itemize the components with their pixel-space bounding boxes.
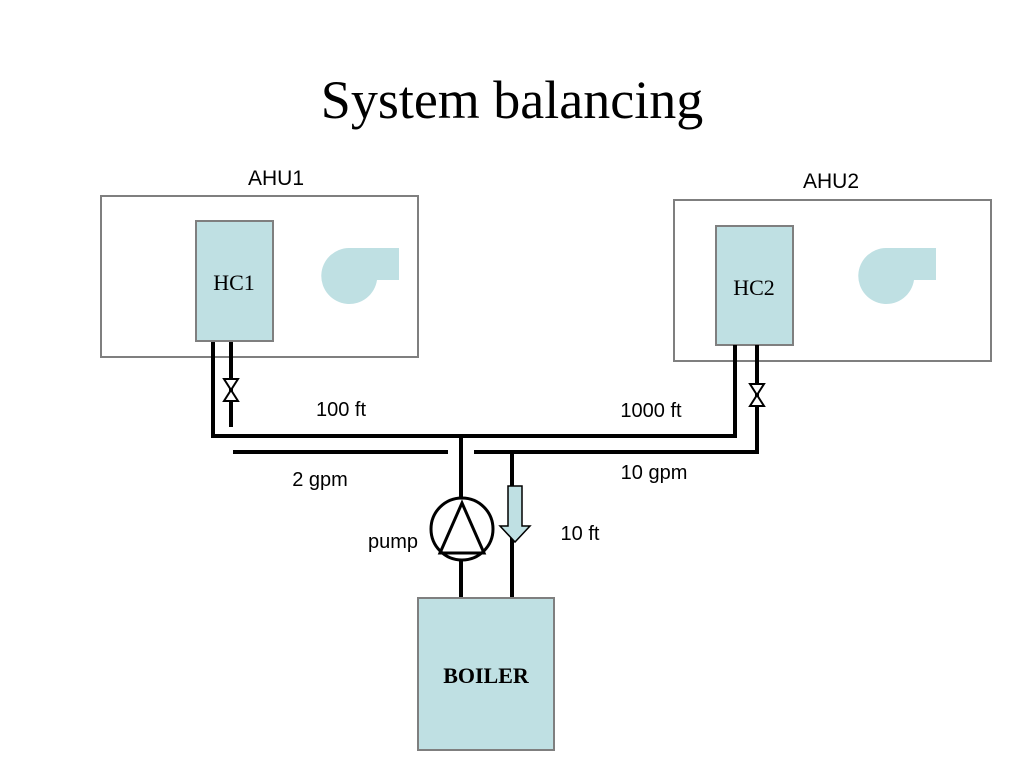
supply-pipe-right [461, 345, 737, 438]
ahu1-label: AHU1 [248, 167, 304, 190]
flow-arrow-icon [498, 485, 532, 544]
valve-icon [748, 383, 766, 407]
ahu2-label: AHU2 [803, 170, 859, 193]
page-title: System balancing [321, 70, 703, 130]
pump-icon [429, 496, 495, 562]
valve-icon [222, 378, 240, 402]
flow-left-label: 2 gpm [292, 469, 348, 491]
piping [211, 342, 759, 598]
pipe-length-left-label: 100 ft [316, 399, 366, 421]
hc1-label: HC1 [213, 270, 255, 295]
boiler-box [417, 597, 555, 751]
ahu2-fan-icon [858, 248, 936, 304]
pipe-length-right-label: 1000 ft [620, 400, 682, 422]
flow-right-label: 10 gpm [621, 462, 688, 484]
hc1-coil [195, 220, 274, 342]
boiler-label: BOILER [443, 663, 530, 688]
ahu1-fan-icon [321, 248, 399, 304]
hc2-label: HC2 [733, 275, 775, 300]
supply-pipe-left [211, 342, 461, 438]
head-label: 10 ft [561, 523, 600, 545]
return-pipe-right [474, 345, 759, 454]
pump-label: pump [368, 531, 418, 553]
hc2-coil [715, 225, 794, 346]
